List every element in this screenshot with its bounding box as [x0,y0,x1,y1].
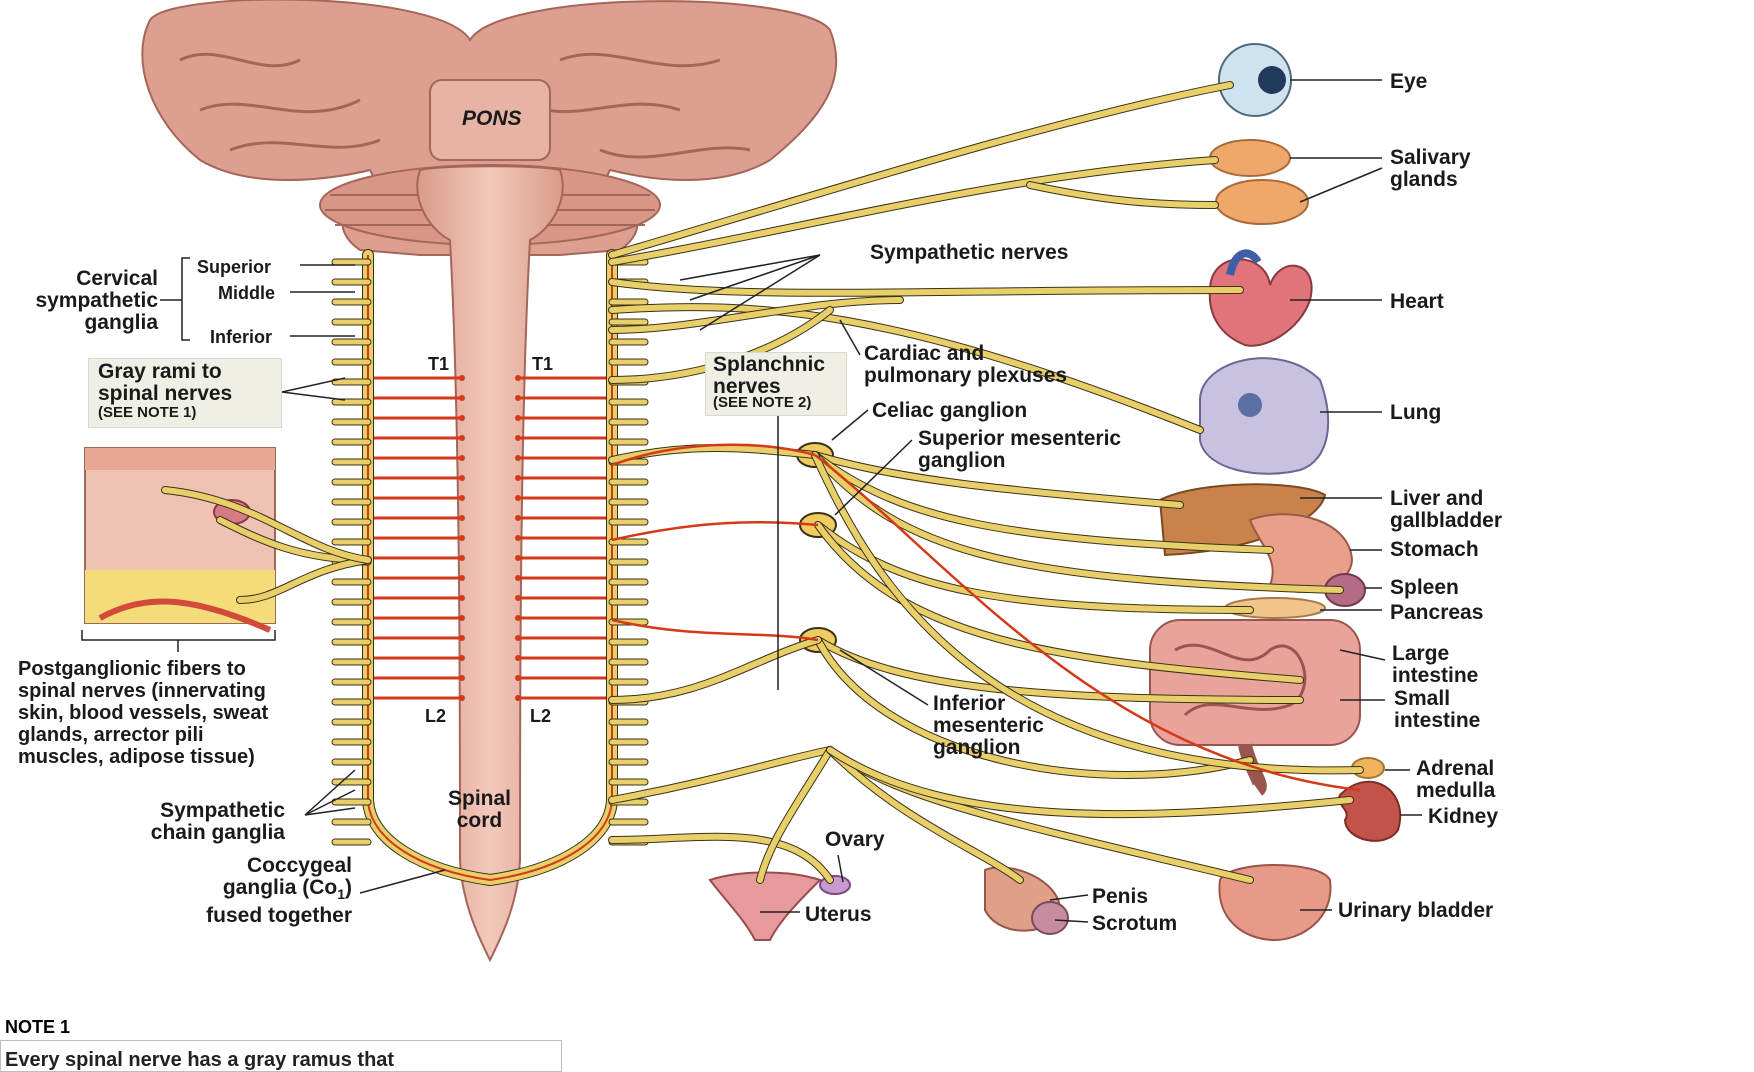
cord-dot-left-10 [459,575,465,581]
cord-dot-right-2 [515,415,521,421]
inferior-mesenteric-label: Inferior mesenteric ganglion [933,693,1044,759]
cord-dot-right-7 [515,515,521,521]
see-note-1-label: (SEE NOTE 1) [98,404,196,421]
pancreas-label: Pancreas [1390,602,1483,624]
cord-dot-left-3 [459,435,465,441]
cord-dot-right-12 [515,615,521,621]
ovary-label: Ovary [825,829,885,851]
salivary-label: Salivary glands [1390,147,1471,191]
l2-left-label: L2 [425,705,446,727]
heart-label: Heart [1390,291,1444,313]
middle-label: Middle [218,282,275,304]
splanchnic-label: Splanchnic nerves [713,354,825,398]
coccygeal-label: Coccygeal ganglia (Co1) fused together [172,855,352,927]
cervical-bracket [182,258,190,340]
inferior-label: Inferior [210,326,272,348]
leader-line-26 [360,870,445,893]
see-note-2-label: (SEE NOTE 2) [713,394,811,411]
cord-dot-left-8 [459,535,465,541]
large-intestine-label: Large intestine [1392,643,1478,687]
celiac-label: Celiac ganglion [872,400,1027,422]
urinary-bladder-label: Urinary bladder [1338,900,1493,922]
cord-dot-right-10 [515,575,521,581]
adrenal-label: Adrenal medulla [1416,758,1495,802]
uterus-label: Uterus [805,904,872,926]
cord-dot-left-6 [459,495,465,501]
cord-dot-left-5 [459,475,465,481]
cord-dot-right-0 [515,375,521,381]
note-1-text: Every spinal nerve has a gray ramus that [5,1049,394,1072]
nerve-fiber-16 [612,640,818,700]
eye-label: Eye [1390,71,1427,93]
kidney-label: Kidney [1428,806,1498,828]
superior-mesenteric-label: Superior mesenteric ganglion [918,428,1121,472]
cord-dot-left-0 [459,375,465,381]
pons-label: PONS [462,108,522,130]
scrotum-label: Scrotum [1092,913,1177,935]
cord-dot-right-14 [515,655,521,661]
chain-ganglia-label: Sympathetic chain ganglia [125,800,285,844]
stomach-label: Stomach [1390,539,1479,561]
cord-dot-left-16 [459,695,465,701]
t1-left-label: T1 [428,353,449,375]
leader-line-2 [1300,168,1382,202]
l2-right-label: L2 [530,705,551,727]
small-intestine-label: Small intestine [1394,688,1480,732]
cord-dot-left-9 [459,555,465,561]
organ-salivary-glands [1210,140,1308,224]
cord-dot-right-5 [515,475,521,481]
sympathetic-nerves-label: Sympathetic nerves [870,242,1068,264]
cord-dot-left-14 [459,655,465,661]
nerve-fiber-21 [830,750,1350,814]
liver-label: Liver and gallbladder [1390,488,1502,532]
cord-dot-left-7 [459,515,465,521]
cord-dot-left-1 [459,395,465,401]
superior-label: Superior [197,256,271,278]
cord-dot-right-9 [515,555,521,561]
cord-dot-right-8 [515,535,521,541]
cord-dot-right-3 [515,435,521,441]
cord-dot-left-11 [459,595,465,601]
note-1-title: NOTE 1 [5,1017,70,1038]
organ-penis-scrotum [985,867,1068,934]
gray-rami-label: Gray rami to spinal nerves [98,361,232,405]
cord-dot-right-4 [515,455,521,461]
cord-dot-right-6 [515,495,521,501]
cord-dot-right-15 [515,675,521,681]
cord-dot-right-1 [515,395,521,401]
lung-label: Lung [1390,402,1441,424]
skin-bracket [82,630,275,652]
nerve-fiber-3 [612,282,1240,293]
leader-line-22 [282,392,345,400]
note-1-box: NOTE 1 Every spinal nerve has a gray ram… [0,1040,562,1072]
penis-label: Penis [1092,886,1148,908]
cord-dot-left-12 [459,615,465,621]
cord-dot-right-11 [515,595,521,601]
spinal-cord-label: Spinal cord [448,788,511,832]
organ-eye [1219,44,1291,116]
cord-dot-right-13 [515,635,521,641]
t1-right-label: T1 [532,353,553,375]
cardiac-plexuses-label: Cardiac and pulmonary plexuses [864,343,1067,387]
spinal-cord-shape [417,166,562,960]
spleen-label: Spleen [1390,577,1459,599]
postganglionic-label: Postganglionic fibers to spinal nerves (… [18,658,268,768]
cervical-ganglia-label: Cervical sympathetic ganglia [8,268,158,334]
nerve-fiber-7 [612,448,815,460]
cord-dot-left-13 [459,635,465,641]
leader-line-23 [305,770,355,815]
cord-dot-right-16 [515,695,521,701]
cord-dot-left-15 [459,675,465,681]
cord-dot-left-4 [459,455,465,461]
cord-dot-left-2 [459,415,465,421]
organ-lung [1200,358,1328,474]
nerve-fiber-2 [1030,185,1215,205]
